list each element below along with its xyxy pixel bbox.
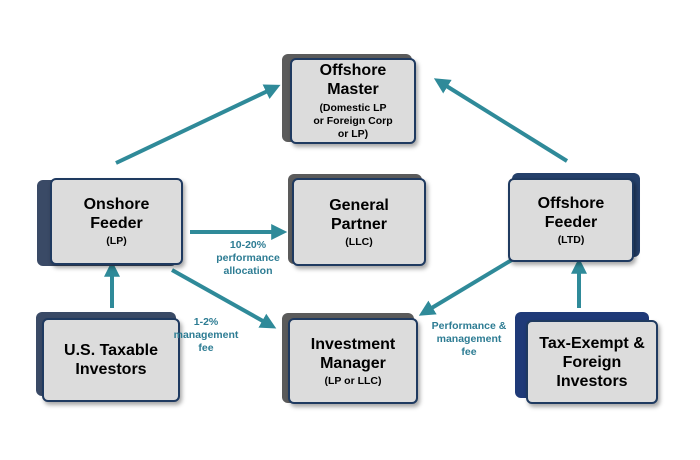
management-fee-line-3: fee bbox=[198, 342, 214, 354]
arrow-onshore-to-investment-manager bbox=[171, 268, 277, 329]
offshore-feeder-sub-1: (LTD) bbox=[557, 233, 585, 246]
offshore-feeder-title-2: Feeder bbox=[544, 213, 598, 231]
general-partner-title-1: General bbox=[329, 196, 389, 214]
label-management-fee: 1-2% management fee bbox=[170, 316, 242, 355]
investment-manager-sub-1: (LP or LLC) bbox=[324, 374, 382, 387]
offshore-master-sub-1: (Domestic LP bbox=[319, 102, 387, 114]
arrow-offshore-feeder-to-investment-manager bbox=[418, 256, 517, 316]
offshore-master-sub-3: or LP) bbox=[337, 128, 369, 140]
label-performance-management-fee: Performance & management fee bbox=[424, 320, 514, 359]
tax-exempt-title-1: Tax-Exempt & bbox=[539, 334, 645, 352]
performance-management-fee-line-1: Performance & bbox=[431, 320, 507, 332]
tax-exempt-title-2: Foreign bbox=[562, 353, 622, 371]
offshore-master-title-1: Offshore bbox=[319, 62, 387, 79]
performance-allocation-line-1: 10-20% bbox=[229, 239, 267, 251]
us-taxable-title-2: Investors bbox=[75, 361, 147, 378]
performance-allocation-line-3: allocation bbox=[223, 265, 273, 277]
onshore-feeder-sub-1: (LP) bbox=[106, 235, 127, 247]
management-fee-line-2: management bbox=[173, 329, 239, 341]
tax-exempt-title-3: Investors bbox=[556, 372, 628, 390]
performance-management-fee-line-3: fee bbox=[461, 346, 477, 358]
arrow-offshore-feeder-to-master bbox=[433, 78, 569, 163]
investment-manager-title-1: Investment bbox=[310, 335, 396, 353]
label-performance-allocation: 10-20% performance allocation bbox=[202, 239, 294, 278]
performance-management-fee-line-2: management bbox=[436, 333, 502, 345]
arrow-onshore-to-master bbox=[115, 84, 281, 165]
offshore-master-sub-2: or Foreign Corp bbox=[313, 115, 393, 127]
general-partner-title-2: Partner bbox=[330, 215, 388, 233]
onshore-feeder-title-1: Onshore bbox=[83, 196, 150, 213]
offshore-master-title-2: Master bbox=[327, 81, 379, 98]
us-taxable-title-1: U.S. Taxable bbox=[64, 342, 158, 359]
offshore-feeder-title-1: Offshore bbox=[537, 194, 605, 212]
investment-manager-title-2: Manager bbox=[320, 354, 386, 372]
onshore-feeder-title-2: Feeder bbox=[90, 215, 143, 232]
management-fee-line-1: 1-2% bbox=[193, 316, 219, 328]
performance-allocation-line-2: performance bbox=[216, 252, 280, 264]
general-partner-sub-1: (LLC) bbox=[345, 235, 373, 248]
